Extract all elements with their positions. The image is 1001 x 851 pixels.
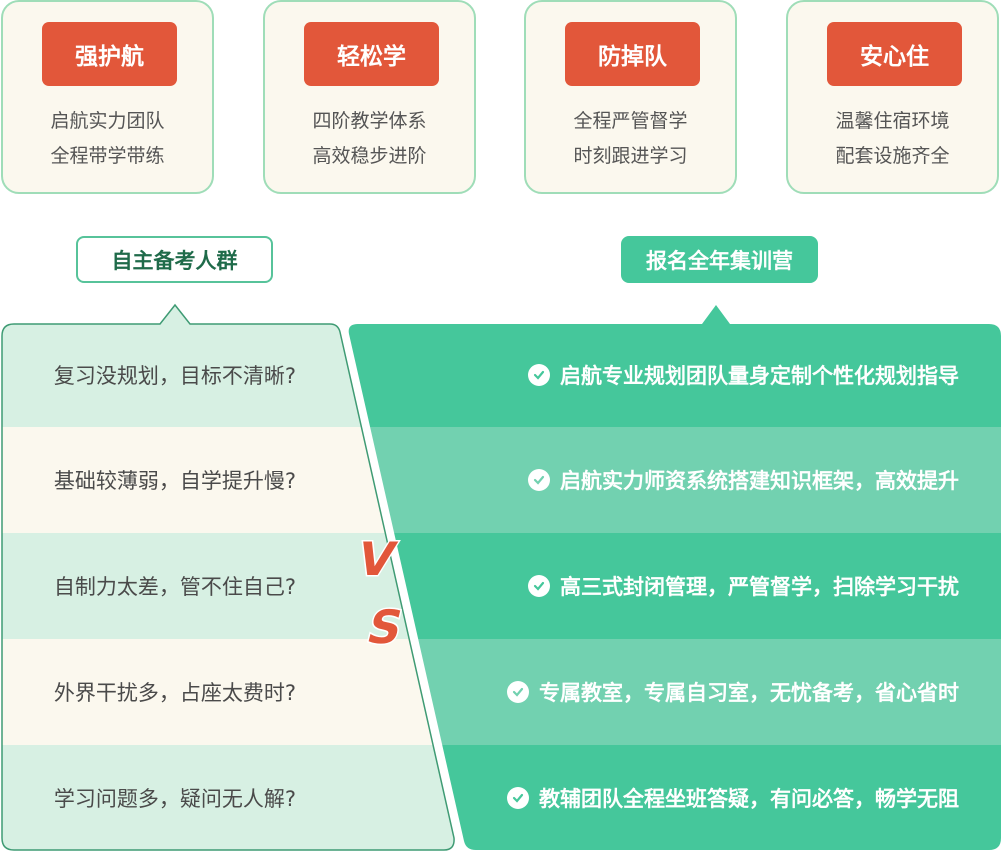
- check-icon: [507, 681, 529, 703]
- right-item-text: 教辅团队全程坐班答疑，有问必答，畅学无阻: [539, 787, 959, 811]
- right-panel: [348, 305, 1001, 850]
- feature-title: 轻松学: [304, 22, 439, 86]
- right-item-text: 启航实力师资系统搭建知识框架，高效提升: [560, 469, 959, 493]
- camp-tag: 报名全年集训营: [621, 236, 818, 283]
- feature-line: 四阶教学体系: [312, 110, 427, 132]
- right-item-text: 专属教室，专属自习室，无忧备考，省心省时: [539, 681, 959, 705]
- check-icon: [528, 469, 550, 491]
- feature-card-2: 轻松学 四阶教学体系 高效稳步进阶: [263, 0, 476, 194]
- right-row-bg: [348, 533, 1001, 639]
- right-item: 教辅团队全程坐班答疑，有问必答，畅学无阻: [439, 745, 959, 851]
- right-item: 启航实力师资系统搭建知识框架，高效提升: [439, 427, 959, 533]
- right-item-text: 高三式封闭管理，严管督学，扫除学习干扰: [560, 575, 959, 599]
- left-panel-border: [1, 303, 455, 851]
- right-item: 启航专业规划团队量身定制个性化规划指导: [439, 322, 959, 428]
- feature-card-3: 防掉队 全程严管督学 时刻跟进学习: [524, 0, 737, 194]
- feature-line: 高效稳步进阶: [312, 145, 427, 167]
- feature-line: 全程严管督学: [573, 110, 688, 132]
- right-row-bg: [348, 305, 1001, 427]
- left-item: 外界干扰多，占座太费时?: [53, 681, 297, 705]
- feature-line: 时刻跟进学习: [573, 145, 688, 167]
- check-icon: [528, 364, 550, 386]
- feature-title: 安心住: [827, 22, 962, 86]
- feature-title: 防掉队: [565, 22, 700, 86]
- feature-line: 全程带学带练: [50, 145, 165, 167]
- check-icon: [507, 787, 529, 809]
- left-item: 学习问题多，疑问无人解?: [53, 787, 297, 811]
- feature-card-4: 安心住 温馨住宿环境 配套设施齐全: [786, 0, 999, 194]
- feature-card-1: 强护航 启航实力团队 全程带学带练: [1, 0, 214, 194]
- right-item-text: 启航专业规划团队量身定制个性化规划指导: [560, 364, 959, 388]
- feature-line: 启航实力团队: [50, 110, 165, 132]
- feature-line: 温馨住宿环境: [835, 110, 950, 132]
- left-item: 复习没规划，目标不清晰?: [53, 364, 297, 388]
- left-item: 基础较薄弱，自学提升慢?: [53, 469, 297, 493]
- left-row-bg: [2, 533, 455, 639]
- check-icon: [528, 575, 550, 597]
- right-row-bg: [348, 639, 1001, 745]
- feature-title: 强护航: [42, 22, 177, 86]
- feature-line: 配套设施齐全: [835, 145, 950, 167]
- right-row-bg: [348, 427, 1001, 533]
- self-study-tag: 自主备考人群: [76, 236, 273, 283]
- right-item: 高三式封闭管理，严管督学，扫除学习干扰: [439, 533, 959, 639]
- left-row-bg: [2, 745, 455, 850]
- left-item: 自制力太差，管不住自己?: [53, 575, 297, 599]
- right-item: 专属教室，专属自习室，无忧备考，省心省时: [439, 639, 959, 745]
- left-row-bg: [2, 639, 455, 745]
